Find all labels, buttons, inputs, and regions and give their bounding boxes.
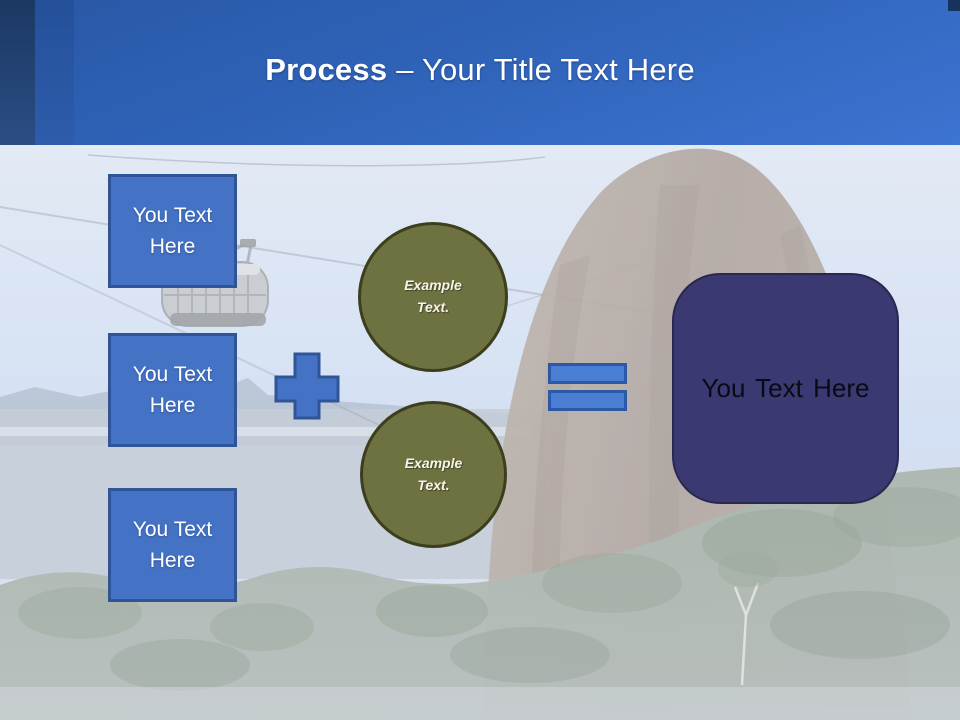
equals-icon — [548, 363, 627, 384]
forest — [0, 467, 960, 720]
example-circle-2-label: Example Text. — [404, 454, 463, 493]
title-bar: Process– Your Title Text Here — [0, 0, 960, 145]
example-circle-1: Example Text. — [358, 222, 508, 372]
page-title-keyword: Process — [265, 52, 388, 87]
result-box-label: You Text Here — [701, 373, 870, 403]
input-box-2-label: You Text Here — [132, 362, 213, 417]
input-box-2: You Text Here — [108, 333, 237, 447]
left-accent-stripe-medium — [35, 0, 74, 145]
corner-accent — [948, 0, 960, 11]
page-title-rest: – Your Title Text Here — [396, 52, 695, 87]
example-circle-1-label: Example Text. — [404, 277, 462, 315]
left-accent-stripe-dark — [0, 0, 35, 145]
input-box-3-label: You Text Here — [132, 517, 213, 572]
result-box: You Text Here — [672, 273, 899, 504]
input-box-1-label: You Text Here — [132, 203, 213, 258]
input-box-1: You Text Here — [108, 174, 237, 288]
example-circle-2: Example Text. — [360, 401, 507, 548]
equals-icon-lower-bar — [548, 390, 627, 411]
shoreline — [0, 427, 530, 436]
input-box-3: You Text Here — [108, 488, 237, 602]
page-title: Process– Your Title Text Here — [0, 52, 960, 88]
plus-icon — [274, 352, 340, 420]
tall-tree — [718, 551, 778, 686]
